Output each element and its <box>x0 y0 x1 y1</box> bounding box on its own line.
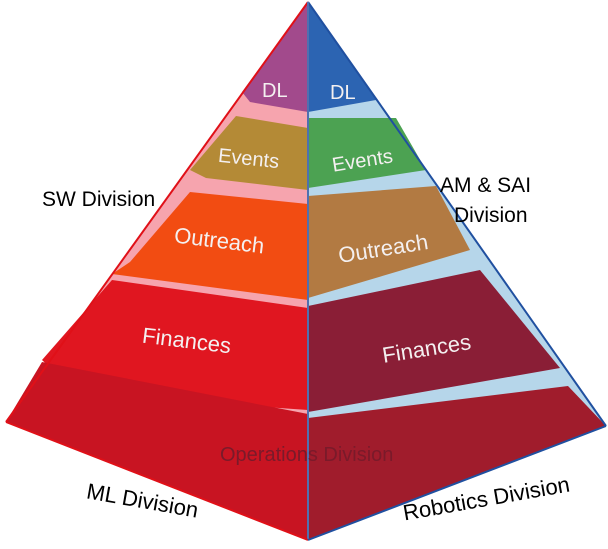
left-tier-outreach <box>112 192 308 300</box>
left-tier-events <box>190 116 308 190</box>
right-edge <box>307 1 607 427</box>
right-tier-outreach <box>308 186 470 298</box>
operations-division-label: Operations Division <box>220 444 394 466</box>
left-tier-base <box>6 362 308 540</box>
bottom-left-edge <box>5 421 309 541</box>
left-edge <box>5 1 309 423</box>
right-tier-dl <box>308 2 376 112</box>
am-sai-division-label-line2: Division <box>454 204 528 227</box>
sw-division-label: SW Division <box>42 188 156 211</box>
am-sai-division-label-line1: AM & SAI <box>440 174 532 197</box>
left-dl-label: DL <box>262 80 288 102</box>
left-tier-dl <box>242 2 308 112</box>
right-tier-finances <box>308 270 560 412</box>
right-dl-label: DL <box>330 82 356 104</box>
right-tier-events <box>308 118 426 188</box>
bottom-right-edge <box>307 425 607 541</box>
right-tier-base <box>308 386 606 540</box>
